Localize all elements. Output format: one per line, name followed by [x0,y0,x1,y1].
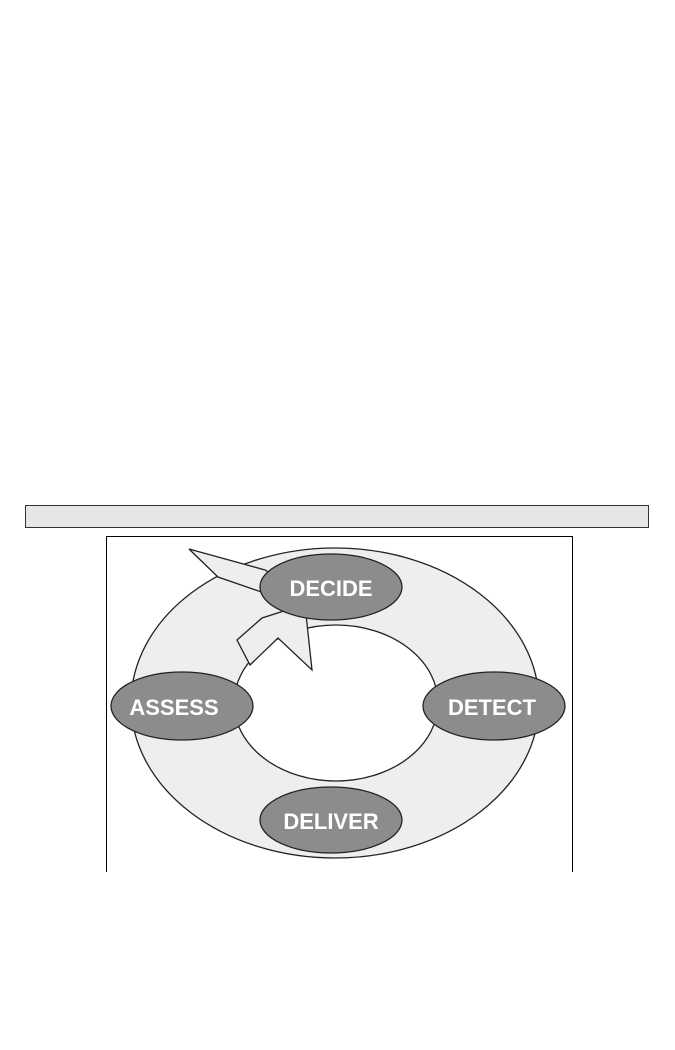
node-detect: DETECT [422,671,566,741]
node-deliver: DELIVER [259,786,403,854]
node-decide: DECIDE [259,553,403,621]
node-detect-label: DETECT [448,695,537,720]
node-assess-label: ASSESS [129,695,218,720]
node-deliver-label: DELIVER [283,809,378,834]
node-decide-label: DECIDE [289,576,372,601]
header-bar [25,505,649,528]
node-assess: ASSESS [110,671,254,741]
